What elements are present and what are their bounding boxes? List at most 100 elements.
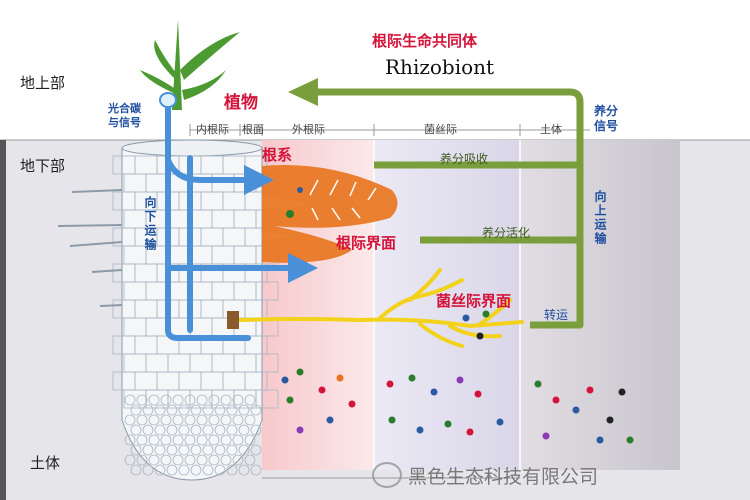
zone-hyphosphere: 菌丝际	[424, 123, 457, 136]
layer-soil: 土体	[30, 454, 61, 472]
root-cap-cell	[232, 394, 244, 406]
root-cap-cell	[148, 454, 160, 466]
arbuscule	[227, 311, 239, 329]
label-nutrient-signal: 养分 信号	[594, 104, 619, 133]
root-cap-cell	[142, 404, 154, 416]
root-cap-cell	[226, 404, 238, 416]
microbe	[281, 376, 289, 384]
microbe	[476, 332, 484, 340]
layer-below-ground: 地下部	[20, 157, 66, 175]
microbe	[297, 187, 303, 193]
zone-endorhizosphere: 内根际	[196, 123, 229, 136]
label-rhizosphere-interface: 根际界面	[336, 234, 397, 252]
root-cap-cell	[142, 444, 154, 456]
root-cap-cell	[154, 444, 166, 456]
exudate-arrows	[309, 179, 377, 221]
root-cap-cell	[208, 394, 220, 406]
root-cap-cell	[238, 464, 250, 476]
above-ground-zone	[0, 0, 750, 140]
root-cap-cell	[250, 404, 262, 416]
root-cap-cell	[190, 464, 202, 476]
root-cap-cell	[136, 394, 148, 406]
root-cap-cell	[226, 464, 238, 476]
microbe	[542, 432, 550, 440]
label-upward-transport: 向上运输	[593, 190, 607, 246]
root-cap-cell	[130, 404, 142, 416]
root-cap-cell	[190, 404, 202, 416]
root-cell	[255, 389, 279, 409]
root-cap-cell	[166, 424, 178, 436]
label-nutrient-absorption: 养分吸收	[440, 152, 489, 166]
root-cap-cell	[154, 404, 166, 416]
root-cap-cell	[208, 434, 220, 446]
root-cap-cell	[130, 464, 142, 476]
microbe	[386, 380, 394, 388]
root-cap-cell	[124, 414, 136, 426]
green-loop-arrow	[318, 88, 584, 329]
root-cap-cell	[178, 464, 190, 476]
microbe	[626, 436, 634, 444]
microbe	[496, 418, 504, 426]
root-cap-cell	[148, 414, 160, 426]
root-cap-cell	[184, 454, 196, 466]
microbe	[552, 396, 560, 404]
root-cap-cell	[202, 424, 214, 436]
root-cap-cell	[244, 454, 256, 466]
microbe	[456, 376, 464, 384]
shoot-base-ring	[159, 92, 177, 108]
microbe	[430, 388, 438, 396]
microbe	[336, 374, 344, 382]
root-hairs	[57, 189, 123, 307]
root-cap-cell	[124, 434, 136, 446]
label-photosynthate: 光合碳 与信号	[108, 102, 141, 129]
label-root-system: 根系	[262, 146, 293, 164]
root-cap-cell	[130, 424, 142, 436]
root-cap-cell	[202, 464, 214, 476]
root-cap-cell	[220, 394, 232, 406]
root-cap-cell	[196, 454, 208, 466]
root-cap-cell	[220, 414, 232, 426]
root-cap-cell	[172, 394, 184, 406]
root-cap-cell	[124, 394, 136, 406]
root-cap-cell	[220, 434, 232, 446]
root-cap-cell	[142, 464, 154, 476]
root-cap-cell	[160, 394, 172, 406]
root-cap-cell	[130, 444, 142, 456]
root-cap-cell	[184, 414, 196, 426]
root-cap-cell	[190, 424, 202, 436]
zone-ectorhizosphere: 外根际	[292, 123, 325, 136]
root-cap-cell	[160, 434, 172, 446]
root-cap-cell	[238, 424, 250, 436]
label-nutrient-activation: 养分活化	[482, 226, 531, 240]
microbe	[326, 416, 334, 424]
root-cap-cell	[124, 454, 136, 466]
microbe	[318, 386, 326, 394]
wechat-icon	[372, 462, 402, 488]
rhizosphere-interface-shape	[262, 165, 398, 263]
plant-shoot	[140, 20, 240, 110]
microbe	[462, 314, 470, 322]
microbe	[596, 436, 604, 444]
root-cap-cell	[172, 414, 184, 426]
soil-microbes	[281, 310, 634, 444]
root-cap-cell	[154, 464, 166, 476]
root-cap-cell	[208, 414, 220, 426]
zone-bulk-soil: 土体	[540, 123, 562, 136]
watermark-text: 黑色生态科技有限公司	[408, 466, 599, 488]
root-cap-cell	[208, 454, 220, 466]
root-cap-cell	[178, 404, 190, 416]
root-cap-cell	[154, 424, 166, 436]
microbe	[348, 400, 356, 408]
root-cap-cell	[196, 434, 208, 446]
root-cap-cell	[244, 394, 256, 406]
root-cap-cell	[250, 464, 262, 476]
root-cap-cell	[232, 434, 244, 446]
title-rhizobiont-en: Rhizobiont	[385, 55, 495, 79]
microbe	[416, 426, 424, 434]
root-cap-cell	[196, 394, 208, 406]
root-cap-cell	[202, 444, 214, 456]
title-rhizobiont-cn: 根际生命共同体	[372, 32, 478, 50]
root-cap-cell	[232, 414, 244, 426]
